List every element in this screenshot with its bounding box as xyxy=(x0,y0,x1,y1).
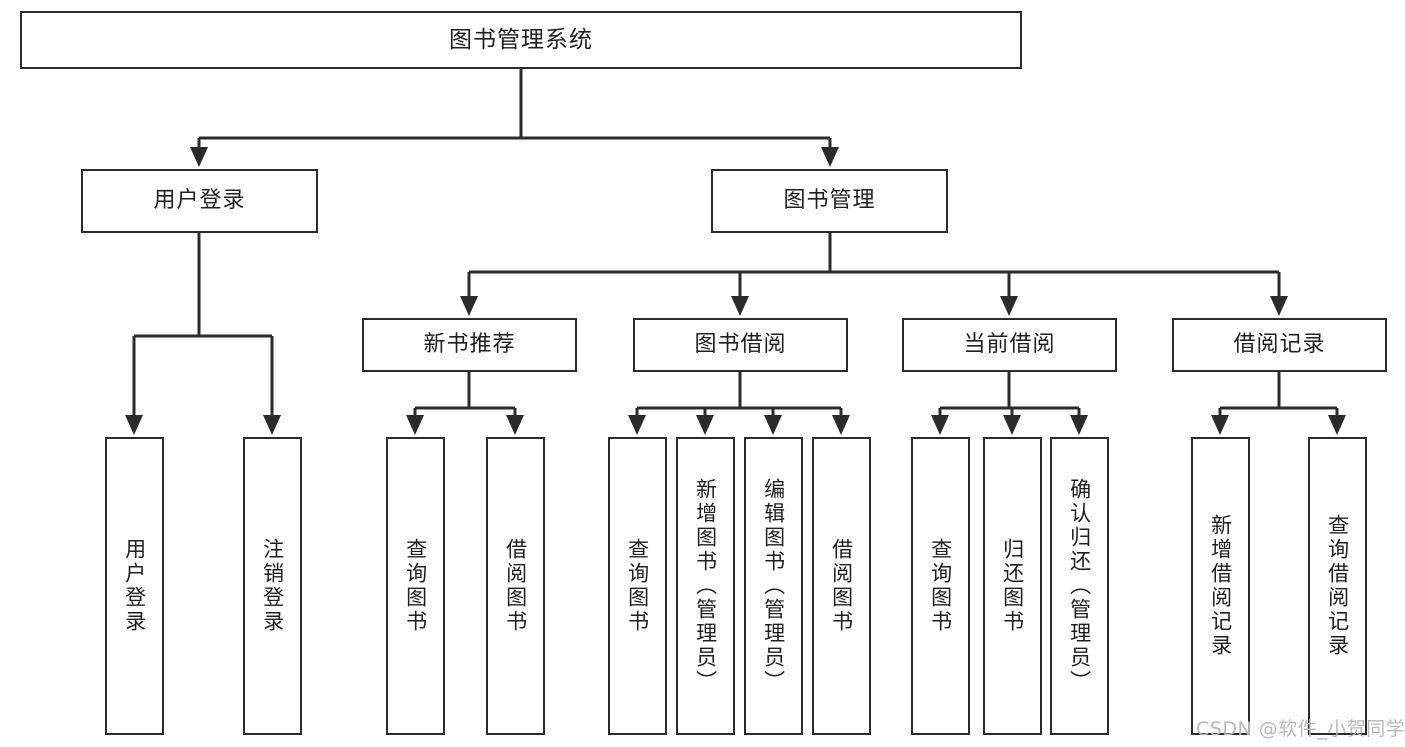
node-user-login[interactable]: 用户登录 xyxy=(81,169,318,233)
arrowhead-book-manage-to-l2a xyxy=(460,296,478,316)
node-leaf-confirm-return-admin[interactable]: 确认归还（管理员） xyxy=(1050,437,1109,735)
node-leaf-query-book-rec[interactable]: 查询图书 xyxy=(386,437,445,735)
node-label: 查询图书 xyxy=(928,538,953,634)
node-label: 新增借阅记录 xyxy=(1208,514,1233,658)
node-leaf-query-borrow-record[interactable]: 查询借阅记录 xyxy=(1308,437,1367,735)
node-label: 新增图书（管理员） xyxy=(693,478,718,694)
node-label: 借阅记录 xyxy=(1233,332,1326,358)
node-leaf-user-login[interactable]: 用户登录 xyxy=(105,437,164,735)
arrowhead-record-to-leaf2 xyxy=(1328,415,1346,435)
arrowhead-borrow-to-leaf4 xyxy=(832,415,850,435)
node-label: 借阅图书 xyxy=(829,538,854,634)
arrowhead-current-to-leaf2 xyxy=(1003,415,1021,435)
node-current-borrow[interactable]: 当前借阅 xyxy=(902,318,1117,372)
node-new-book-rec[interactable]: 新书推荐 xyxy=(362,318,577,372)
node-label: 借阅图书 xyxy=(503,538,528,634)
arrowhead-user-login-to-leaf1 xyxy=(125,415,143,435)
arrowhead-root-to-user-login xyxy=(190,147,208,167)
node-label: 注销登录 xyxy=(260,538,285,634)
node-leaf-edit-book-admin[interactable]: 编辑图书（管理员） xyxy=(744,437,803,735)
arrowhead-root-to-book-manage xyxy=(821,147,839,167)
node-label: 确认归还（管理员） xyxy=(1067,478,1092,694)
arrowhead-record-to-leaf1 xyxy=(1211,415,1229,435)
arrowhead-user-login-to-leaf2 xyxy=(263,415,281,435)
node-label: 归还图书 xyxy=(1000,538,1025,634)
node-leaf-query-book-current[interactable]: 查询图书 xyxy=(911,437,970,735)
node-leaf-borrow-book[interactable]: 借阅图书 xyxy=(812,437,871,735)
csdn-watermark: CSDN @软件_小贺同学 xyxy=(1196,718,1405,740)
arrowhead-rec-to-leaf1 xyxy=(406,415,424,435)
node-label: 编辑图书（管理员） xyxy=(761,478,786,694)
arrowhead-rec-to-leaf2 xyxy=(506,415,524,435)
arrowhead-book-manage-to-l2c xyxy=(1000,296,1018,316)
node-leaf-user-logout[interactable]: 注销登录 xyxy=(243,437,302,735)
node-leaf-return-book[interactable]: 归还图书 xyxy=(983,437,1042,735)
arrowhead-current-to-leaf3 xyxy=(1070,415,1088,435)
node-leaf-add-book-admin[interactable]: 新增图书（管理员） xyxy=(676,437,735,735)
node-label: 用户登录 xyxy=(153,188,246,214)
node-label: 图书借阅 xyxy=(694,332,787,358)
arrowhead-borrow-to-leaf1 xyxy=(628,415,646,435)
arrowhead-book-manage-to-l2b xyxy=(731,296,749,316)
node-label: 图书管理 xyxy=(783,188,876,214)
node-borrow-record[interactable]: 借阅记录 xyxy=(1172,318,1387,372)
node-book-borrow[interactable]: 图书借阅 xyxy=(633,318,848,372)
node-label: 当前借阅 xyxy=(963,332,1056,358)
arrowhead-book-manage-to-l2d xyxy=(1270,296,1288,316)
node-label: 查询图书 xyxy=(625,538,650,634)
arrowhead-current-to-leaf1 xyxy=(931,415,949,435)
arrowhead-borrow-to-leaf3 xyxy=(764,415,782,435)
node-leaf-query-book-borrow[interactable]: 查询图书 xyxy=(608,437,667,735)
node-label: 用户登录 xyxy=(122,538,147,634)
node-label: 新书推荐 xyxy=(423,332,516,358)
node-leaf-add-borrow-record[interactable]: 新增借阅记录 xyxy=(1191,437,1250,735)
node-root[interactable]: 图书管理系统 xyxy=(20,11,1022,69)
node-label: 查询借阅记录 xyxy=(1325,514,1350,658)
node-leaf-borrow-book-rec[interactable]: 借阅图书 xyxy=(486,437,545,735)
arrowhead-borrow-to-leaf2 xyxy=(696,415,714,435)
node-book-manage[interactable]: 图书管理 xyxy=(711,169,948,233)
node-label: 查询图书 xyxy=(403,538,428,634)
node-label: 图书管理系统 xyxy=(449,26,593,53)
